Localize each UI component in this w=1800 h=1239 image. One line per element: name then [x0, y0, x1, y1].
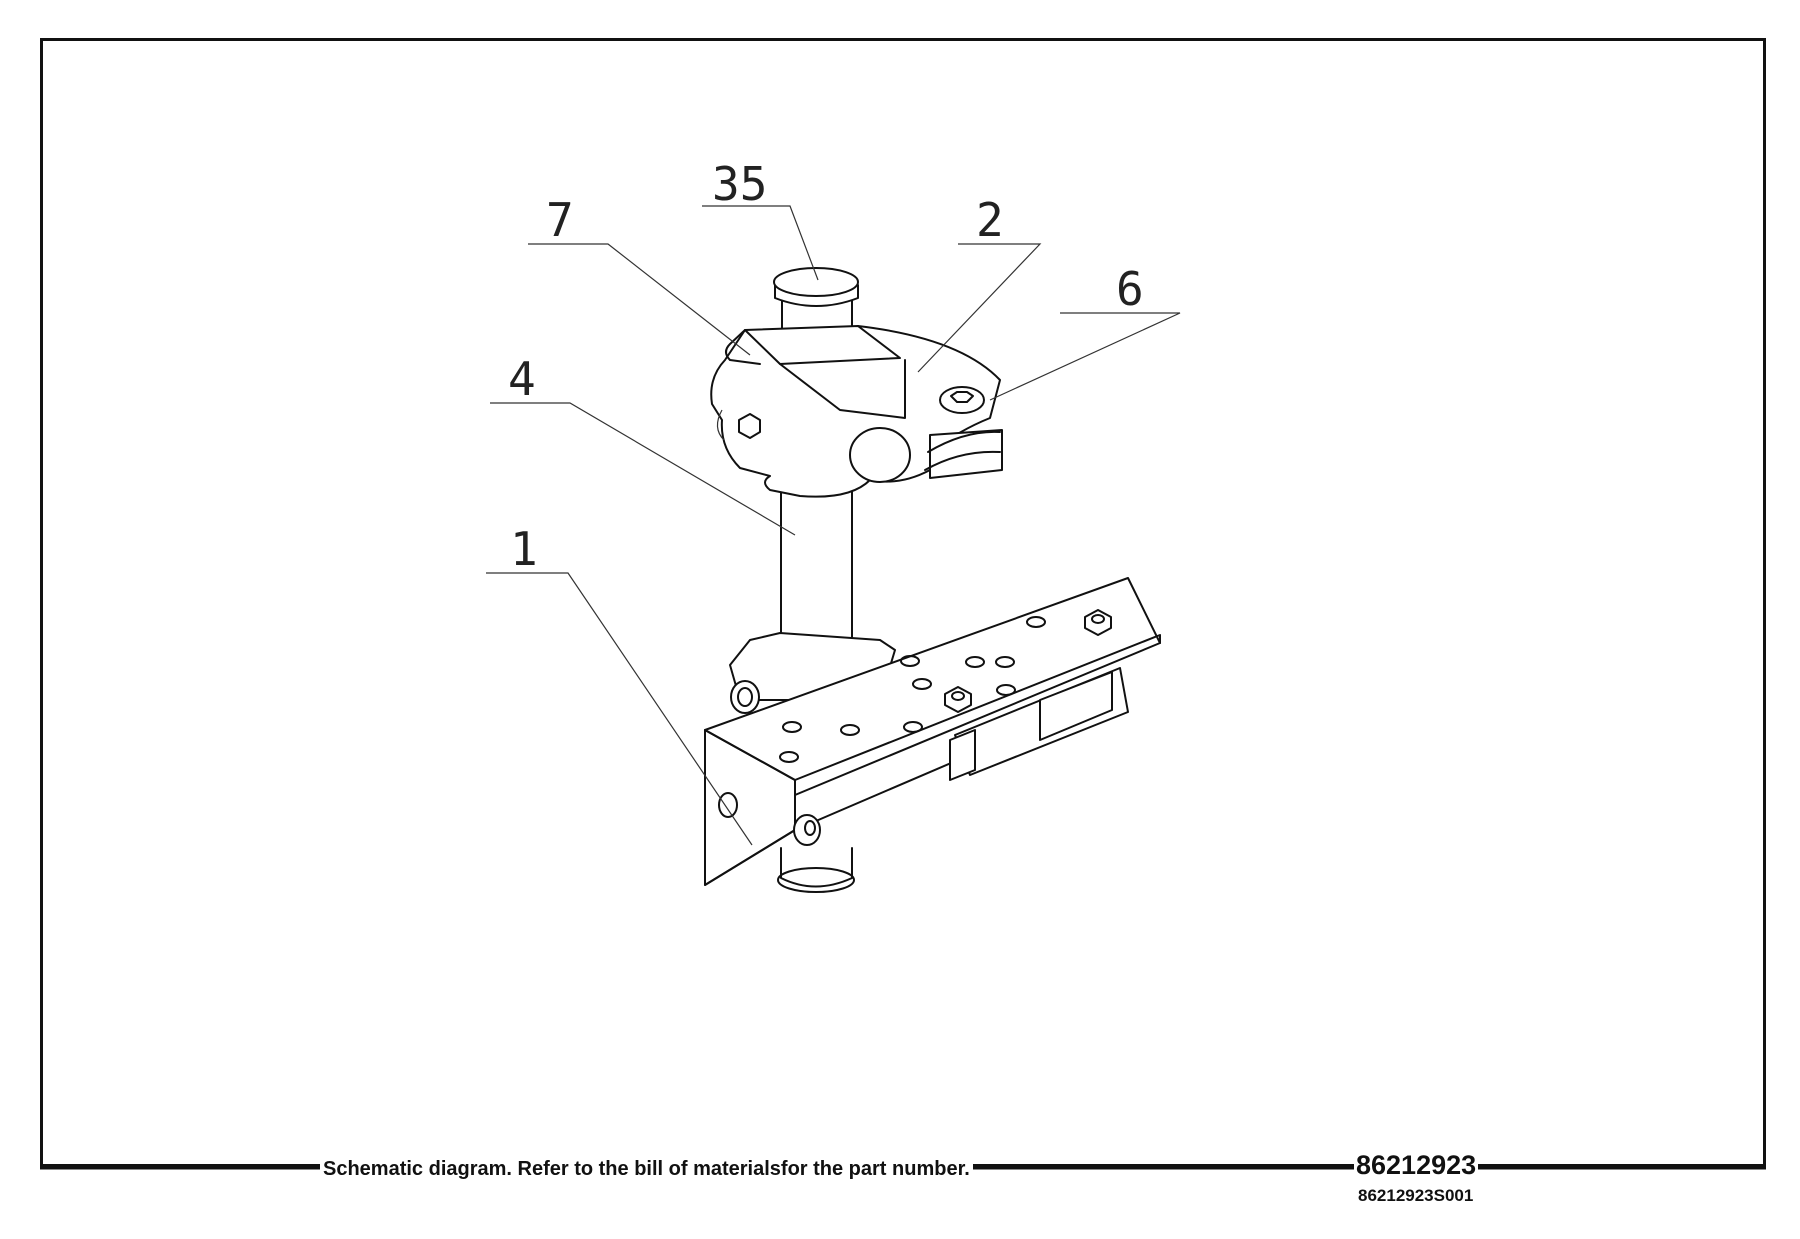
- callout-7: 7: [546, 193, 574, 247]
- schematic-note: Schematic diagram. Refer to the bill of …: [320, 1158, 973, 1181]
- drawing-number: 86212923: [1354, 1150, 1479, 1181]
- callout-6: 6: [1116, 262, 1144, 316]
- part-1-bracket: [704, 577, 1161, 886]
- callout-2: 2: [976, 193, 1004, 247]
- part-2-clamp: [710, 325, 1003, 498]
- callout-1: 1: [510, 522, 538, 576]
- leader-lines: [486, 205, 1181, 846]
- part-6-socket-screw: [939, 386, 985, 414]
- callout-4: 4: [508, 352, 536, 406]
- sheet-identifier: 86212923S001: [1358, 1186, 1474, 1206]
- callout-35: 35: [712, 157, 767, 211]
